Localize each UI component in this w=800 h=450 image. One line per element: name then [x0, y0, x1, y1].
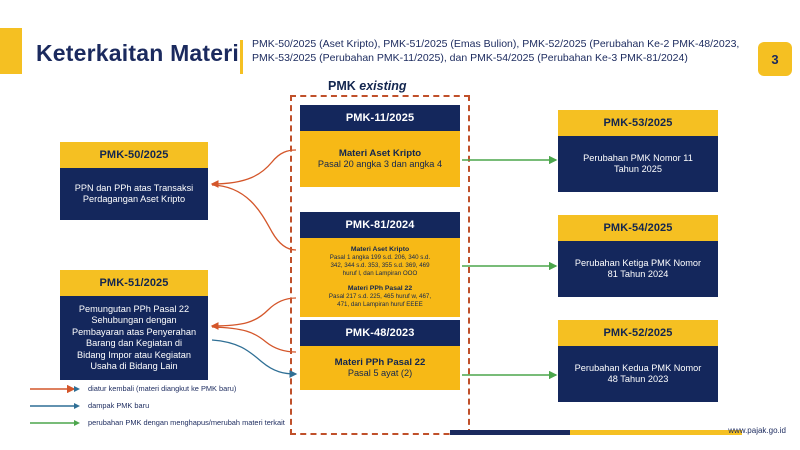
- legend-label: dampak PMK baru: [88, 401, 150, 410]
- legend-label: diatur kembali (materi diangkut ke PMK b…: [88, 384, 237, 393]
- legend-arrow-blue-icon: [30, 402, 80, 409]
- card-body: Materi PPh Pasal 22 Pasal 5 ayat (2): [300, 346, 460, 390]
- card-body: Materi Aset Kripto Pasal 20 angka 3 dan …: [300, 131, 460, 187]
- card-section-detail-line-3: huruf l, dan Lampiran OOO: [342, 270, 418, 277]
- card-caption: PMK-50/2025: [60, 142, 208, 168]
- card-line-1: Pemungutan PPh Pasal 22: [78, 303, 190, 314]
- card-pmk-11-2025[interactable]: PMK-11/2025 Materi Aset Kripto Pasal 20 …: [300, 105, 460, 187]
- card-pmk-48-2023[interactable]: PMK-48/2023 Materi PPh Pasal 22 Pasal 5 …: [300, 320, 460, 390]
- card-section-aset-kripto: Materi Aset Kripto Pasal 1 angka 199 s.d…: [330, 246, 430, 278]
- card-pmk-50-2025[interactable]: PMK-50/2025 PPN dan PPh atas Transaksi P…: [60, 142, 208, 220]
- card-caption: PMK-81/2024: [300, 212, 460, 238]
- card-line-1: PPN dan PPh atas Transaksi: [74, 182, 194, 193]
- legend-item-perubahan-pmk: perubahan PMK dengan menghapus/merubah m…: [30, 414, 330, 431]
- footer-bar-navy: [450, 430, 570, 435]
- card-caption: PMK-48/2023: [300, 320, 460, 346]
- card-section-detail: Pasal 20 angka 3 dan angka 4: [317, 159, 443, 169]
- card-section-title: Materi PPh Pasal 22: [347, 285, 413, 292]
- card-section-detail-line-1: Pasal 217 s.d. 225, 465 huruf w, 467,: [328, 293, 432, 300]
- card-caption: PMK-51/2025: [60, 270, 208, 296]
- pmk-existing-label-prefix: PMK: [328, 79, 360, 93]
- card-section-title: Materi PPh Pasal 22: [334, 356, 426, 368]
- card-section-title: Materi Aset Kripto: [350, 246, 410, 253]
- card-body: Materi Aset Kripto Pasal 1 angka 199 s.d…: [300, 238, 460, 317]
- card-caption: PMK-53/2025: [558, 110, 718, 136]
- legend: diatur kembali (materi diangkut ke PMK b…: [30, 380, 330, 431]
- card-section-detail: Pasal 5 ayat (2): [347, 368, 413, 378]
- connector-pmk81-to-pmk50: [211, 184, 297, 251]
- header-accent-bar: [0, 28, 22, 74]
- legend-item-diatur-kembali: diatur kembali (materi diangkut ke PMK b…: [30, 380, 330, 397]
- card-line-2: 48 Tahun 2023: [607, 374, 669, 384]
- footer-url: www.pajak.go.id: [728, 426, 786, 435]
- header-subtitle: PMK-50/2025 (Aset Kripto), PMK-51/2025 (…: [252, 38, 740, 64]
- card-section-detail-line-1: Pasal 1 angka 199 s.d. 206, 340 s.d.: [329, 254, 431, 261]
- card-pmk-51-2025[interactable]: PMK-51/2025 Pemungutan PPh Pasal 22 Sehu…: [60, 270, 208, 380]
- card-body: Perubahan Kedua PMK Nomor 48 Tahun 2023: [558, 346, 718, 402]
- card-line-1: Perubahan Kedua PMK Nomor: [574, 362, 702, 373]
- card-section-detail-line-2: 471, dan Lampiran huruf EEEE: [337, 301, 423, 308]
- header-divider: [240, 40, 243, 74]
- card-line-4: Barang dan Kegiatan di: [85, 338, 183, 348]
- page-title: Keterkaitan Materi: [36, 40, 240, 66]
- card-pmk-52-2025[interactable]: PMK-52/2025 Perubahan Kedua PMK Nomor 48…: [558, 320, 718, 402]
- pmk-existing-label: PMK existing: [328, 79, 407, 93]
- card-pmk-54-2025[interactable]: PMK-54/2025 Perubahan Ketiga PMK Nomor 8…: [558, 215, 718, 297]
- card-line-2: Tahun 2025: [613, 164, 663, 174]
- card-line-5: Bidang Impor atau Kegiatan: [77, 349, 191, 360]
- card-caption: PMK-11/2025: [300, 105, 460, 131]
- footer-bar-yellow: [570, 430, 742, 435]
- pmk-existing-label-emphasis: existing: [359, 79, 407, 93]
- card-line-2: 81 Tahun 2024: [607, 269, 669, 279]
- card-body: Perubahan PMK Nomor 11 Tahun 2025: [558, 136, 718, 192]
- legend-item-dampak-pmk-baru: dampak PMK baru: [30, 397, 330, 414]
- connector-pmk11-to-pmk50: [210, 149, 297, 188]
- card-caption: PMK-54/2025: [558, 215, 718, 241]
- legend-label: perubahan PMK dengan menghapus/merubah m…: [88, 418, 285, 427]
- legend-arrow-orange-icon: [30, 384, 80, 393]
- card-body: Pemungutan PPh Pasal 22 Sehubungan denga…: [60, 296, 208, 380]
- card-section-title: Materi Aset Kripto: [338, 147, 422, 159]
- card-section-detail-line-2: 342, 344 s.d. 353, 355 s.d. 369, 469: [330, 262, 430, 269]
- card-line-1: Perubahan Ketiga PMK Nomor: [574, 257, 702, 268]
- card-section-pph-pasal-22: Materi PPh Pasal 22 Pasal 217 s.d. 225, …: [329, 285, 431, 309]
- pmk-existing-group-box: [290, 95, 470, 435]
- card-pmk-81-2024[interactable]: PMK-81/2024 Materi Aset Kripto Pasal 1 a…: [300, 212, 460, 317]
- card-line-1: Perubahan PMK Nomor 11: [583, 152, 693, 163]
- card-body: Perubahan Ketiga PMK Nomor 81 Tahun 2024: [558, 241, 718, 297]
- card-line-6: Usaha di Bidang Lain: [90, 361, 178, 371]
- card-pmk-53-2025[interactable]: PMK-53/2025 Perubahan PMK Nomor 11 Tahun…: [558, 110, 718, 192]
- card-line-3: Pembayaran atas Penyerahan: [71, 326, 197, 337]
- page-number-badge: 3: [758, 42, 792, 76]
- card-line-2: Perdagangan Aset Kripto: [82, 194, 186, 204]
- connector-pmk81-to-pmk51: [210, 297, 297, 330]
- card-caption: PMK-52/2025: [558, 320, 718, 346]
- connector-pmk51-to-pmk48: [211, 339, 298, 378]
- connector-pmk48-to-pmk51: [211, 326, 297, 353]
- legend-arrow-green-icon: [30, 419, 80, 426]
- card-body: PPN dan PPh atas Transaksi Perdagangan A…: [60, 168, 208, 220]
- card-line-2: Sehubungan dengan: [91, 315, 177, 325]
